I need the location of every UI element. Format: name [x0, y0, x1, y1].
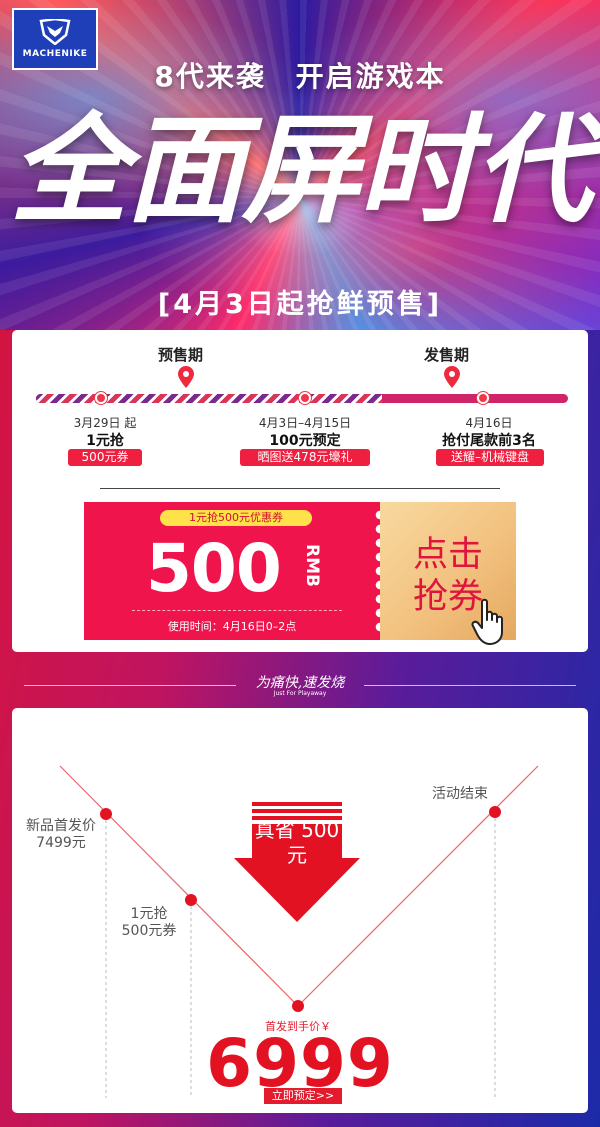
coupon-dashed-divider: [132, 610, 342, 611]
coupon-amount: 500: [146, 530, 282, 607]
price-point: [185, 894, 197, 906]
timeline-dot: [477, 392, 489, 404]
presale-banner: [4月3日起抢鲜预售]: [157, 289, 443, 320]
slogan-line: [24, 685, 236, 686]
section-divider: [100, 488, 500, 489]
price-line-up: [297, 765, 539, 1007]
price-point: [489, 806, 501, 818]
pointer-hand-icon: [471, 598, 503, 645]
milestone-date: 4月16日: [465, 416, 513, 430]
slogan-line: [364, 685, 576, 686]
timeline-card: 预售期 发售期 3月29日 起 1元抢 500元券 4月3日–4月15日 100…: [12, 330, 588, 652]
slogan-text: 为痛快,速发烧: [255, 675, 345, 691]
slogan-subtext: Just For Playaway: [273, 690, 327, 697]
logo-text: MACHENIKE: [22, 49, 88, 59]
price-chart-card: 新品首发价 7499元 1元抢 500元券 活动结束 真省 500元 首发到手价…: [12, 708, 588, 1113]
price-line-down: [59, 765, 299, 1007]
final-price-label: 首发到手价￥: [265, 1020, 331, 1033]
milestone-badge: 晒图送478元壕礼: [240, 449, 370, 466]
milestone-title: 100元预定: [269, 433, 341, 449]
price-chart: [59, 765, 539, 1098]
helmet-logo-icon: [39, 19, 71, 45]
price-point: [100, 808, 112, 820]
coupon-unit: RMB: [302, 544, 322, 587]
location-pin-icon: [444, 366, 460, 388]
location-pin-icon: [178, 366, 194, 388]
timeline-striped-segment: [36, 394, 382, 403]
coupon-ticket[interactable]: 1元抢500元优惠券 500 RMB 使用时间：4月16日0–2点: [84, 502, 387, 640]
coupon-pill-label: 1元抢500元优惠券: [160, 510, 312, 526]
milestone-date: 4月3日–4月15日: [258, 416, 352, 430]
milestone-badge: 送耀–机械键盘: [436, 449, 544, 466]
savings-arrow-icon: [234, 802, 360, 922]
grab-coupon-button[interactable]: 点击抢券: [380, 502, 516, 645]
brand-logo[interactable]: MACHENIKE: [12, 8, 98, 70]
slogan-strip: 为痛快,速发烧 Just For Playaway: [0, 668, 600, 698]
price-label-coupon: 1元抢 500元券: [121, 906, 177, 939]
order-now-button[interactable]: 立即预定>>: [264, 1088, 342, 1104]
timeline-dot: [95, 392, 107, 404]
coupon-usage-time: 使用时间：4月16日0–2点: [167, 620, 297, 633]
timeline-dot: [299, 392, 311, 404]
phase-release-title: 发售期: [424, 346, 470, 364]
milestone-title: 1元抢: [86, 433, 124, 449]
milestone-title: 抢付尾款前3名: [442, 433, 536, 449]
price-label-launch: 新品首发价 7499元: [26, 818, 96, 851]
hero-subtitle: 8代来袭 开启游戏本: [154, 60, 446, 93]
price-label-end: 活动结束: [432, 786, 488, 802]
phase-presale-title: 预售期: [158, 346, 204, 364]
savings-text: 真省 500元: [254, 818, 340, 867]
price-point: [292, 1000, 304, 1012]
milestone-badge: 500元券: [68, 449, 142, 466]
hero-title: 全面屏时代: [9, 100, 592, 239]
hero-banner: MACHENIKE 8代来袭 开启游戏本 全面屏时代 [4月3日起抢鲜预售]: [0, 0, 600, 330]
milestone-date: 3月29日 起: [73, 416, 137, 430]
grab-coupon-label: 点击抢券: [412, 535, 483, 617]
